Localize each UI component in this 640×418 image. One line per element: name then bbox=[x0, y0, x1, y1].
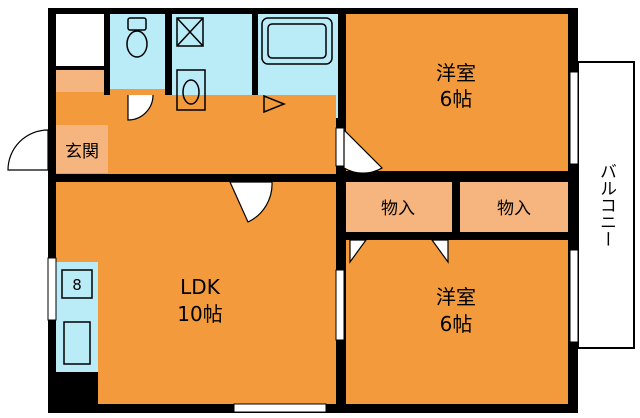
window-corridor bbox=[335, 127, 345, 167]
closet-right-label: 物入 bbox=[497, 199, 531, 219]
closet-left-label: 物入 bbox=[381, 199, 415, 219]
toilet-fixture bbox=[126, 17, 148, 58]
balcony-label: バルコニー bbox=[596, 163, 616, 248]
kitchen-fixtures bbox=[61, 269, 93, 365]
wash-basin-fixture bbox=[176, 69, 206, 111]
washer-fixture bbox=[176, 17, 204, 47]
genkan bbox=[56, 125, 108, 173]
ldk-room bbox=[56, 182, 336, 404]
door-swings bbox=[7, 94, 449, 264]
corridor-entry-strip bbox=[56, 70, 104, 92]
window-bedroom-bottom-edge bbox=[335, 269, 345, 341]
bedroom-top-size: 6帖 bbox=[440, 87, 473, 111]
ldk-size: 10帖 bbox=[177, 302, 222, 326]
kitchen-base-black bbox=[56, 372, 98, 404]
ldk-name: LDK bbox=[180, 275, 221, 299]
bedroom-top bbox=[346, 14, 568, 171]
genkan-label: 玄関 bbox=[65, 142, 99, 162]
window-ldk-bottom bbox=[233, 403, 327, 413]
bathtub-fixture bbox=[261, 17, 333, 65]
kitchen-mark-label: 8 bbox=[72, 276, 82, 294]
bedroom-top-name: 洋室 bbox=[436, 61, 476, 85]
corridor-connect bbox=[165, 122, 336, 174]
balcony bbox=[577, 61, 635, 349]
storage-box-white bbox=[56, 14, 104, 66]
window-ldk-left bbox=[47, 257, 57, 321]
closet-right bbox=[460, 182, 568, 232]
kitchen-counter bbox=[56, 262, 98, 372]
bedroom-bottom-size: 6帖 bbox=[440, 312, 473, 336]
toilet-room bbox=[110, 14, 165, 89]
window-bottom-bedroom bbox=[569, 249, 579, 343]
window-top-bedroom bbox=[569, 71, 579, 165]
bedroom-bottom-name: 洋室 bbox=[436, 285, 476, 309]
bath-door-icon bbox=[263, 94, 287, 114]
closet-left bbox=[346, 182, 452, 232]
corridor-toilet-front bbox=[110, 89, 165, 99]
bedroom-bottom bbox=[346, 240, 568, 404]
